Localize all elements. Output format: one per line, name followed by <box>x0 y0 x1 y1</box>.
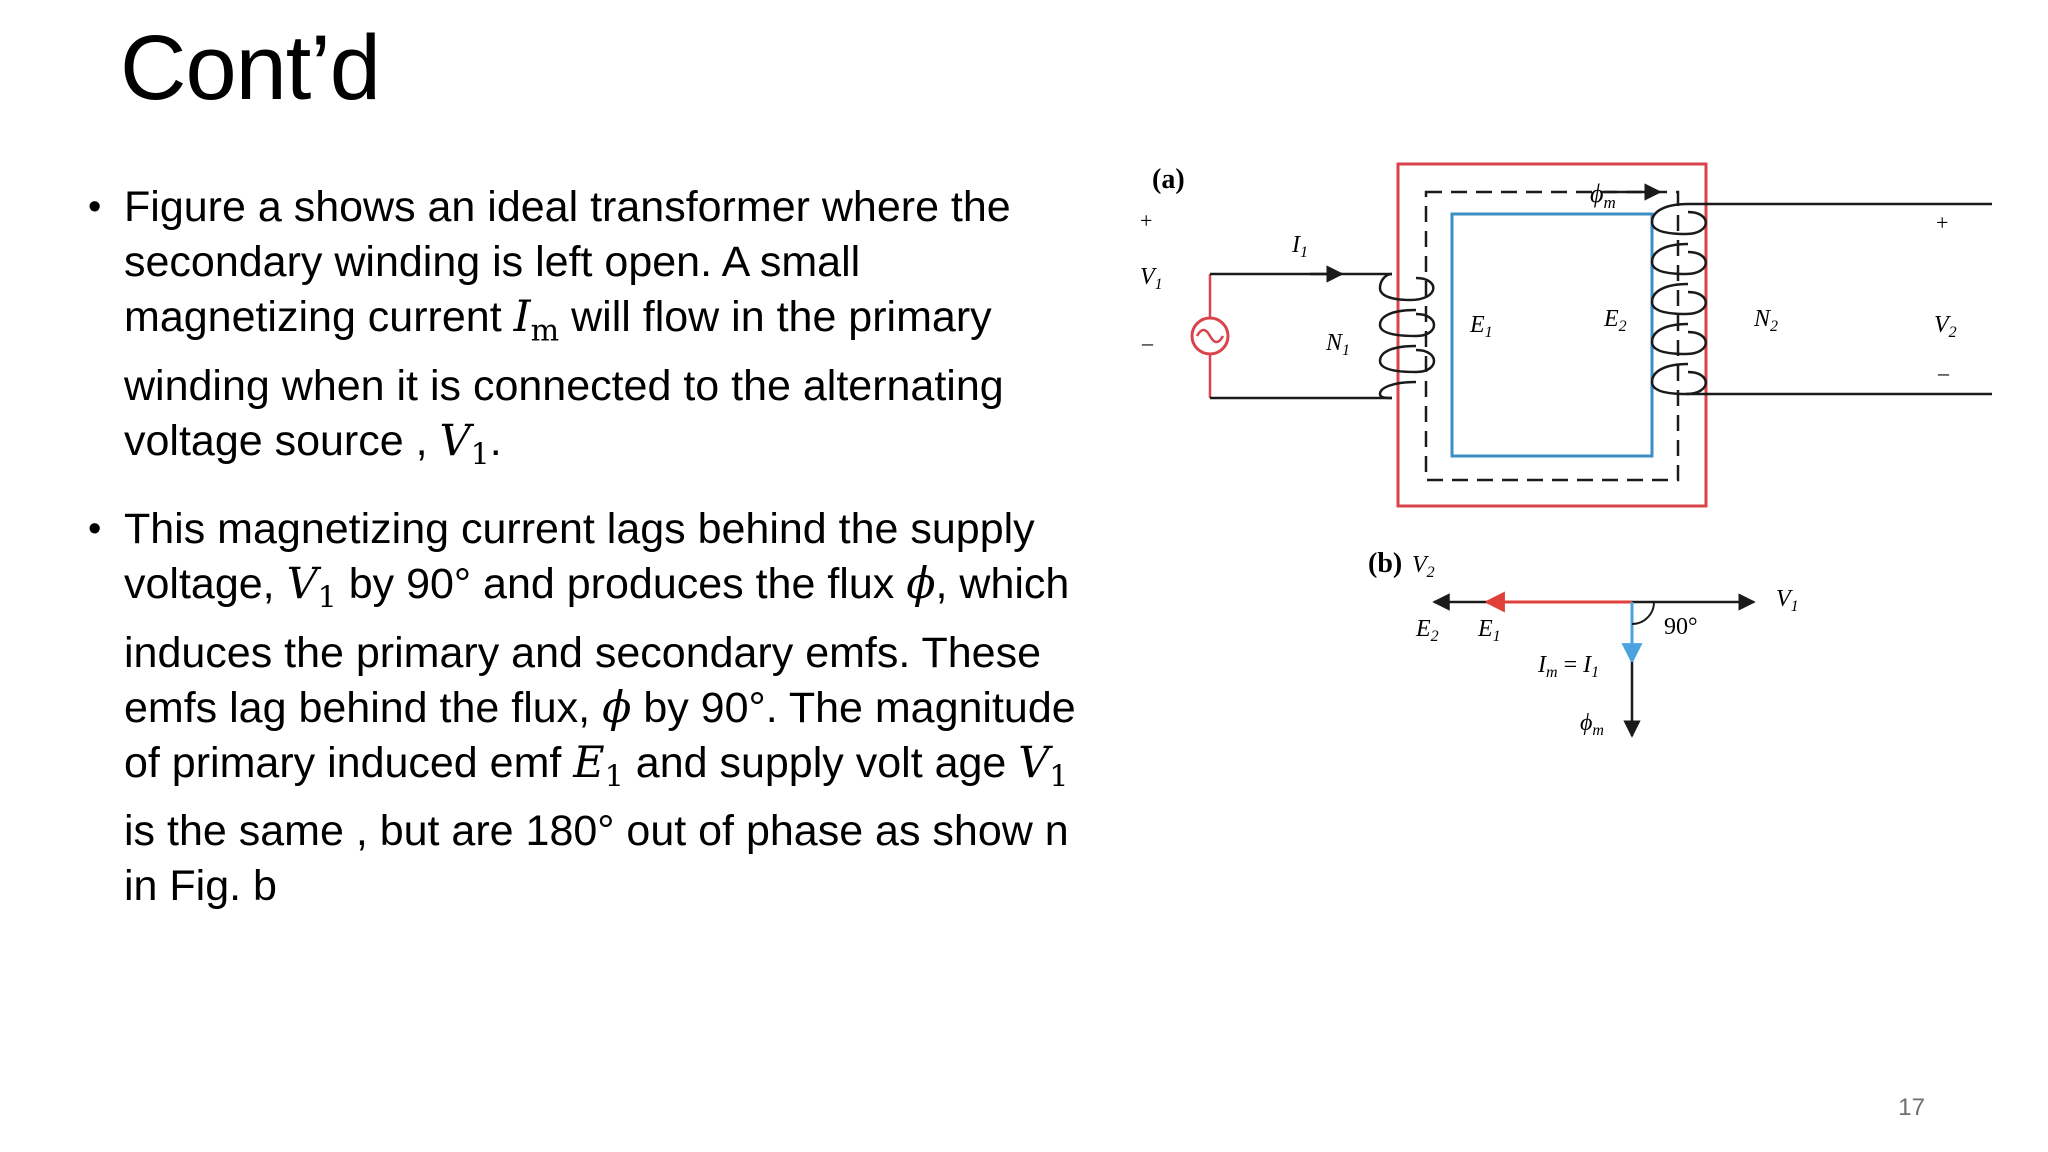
emf-e2-label: E2 <box>1603 306 1627 335</box>
figure-b-label: (b) <box>1368 548 1402 579</box>
bullet-text: is the same , but are 180° out of phase … <box>124 807 1069 911</box>
transformer-diagram: (a) ϕm + V1 – I1 N1 E1 E2 N2 <box>1140 162 1992 739</box>
bullet-text: Figure a shows an ideal transformer wher… <box>124 183 1011 341</box>
turns-n2-label: N2 <box>1753 306 1778 335</box>
bullet-item-2: • This magnetizing current lags behind t… <box>82 502 1082 914</box>
phasor-e2-label: E2 <box>1415 616 1439 645</box>
phasor-v2-top-label: V2 <box>1412 552 1435 581</box>
angle-arc <box>1631 601 1655 625</box>
bullet-icon: • <box>88 508 102 551</box>
plus-right: + <box>1936 210 1948 235</box>
phasor-v1-label: V1 <box>1776 586 1799 615</box>
secondary-turn <box>1650 322 1707 356</box>
secondary-turn <box>1650 202 1707 236</box>
math-v1: V1 <box>1018 737 1069 795</box>
primary-turn <box>1378 380 1417 400</box>
phasor-flux-label: ϕm <box>1580 710 1604 739</box>
emf-e1-label: E1 <box>1469 312 1493 341</box>
secondary-turn <box>1650 282 1707 316</box>
bullet-text: , which induces the primary and secondar… <box>124 560 1070 732</box>
math-phi: ϕ <box>906 559 936 610</box>
current-i1-label: I1 <box>1291 232 1308 261</box>
plus-left: + <box>1140 208 1152 233</box>
flux-label: ϕm <box>1590 179 1616 212</box>
transformer-figure: (a) ϕm + V1 – I1 N1 E1 E2 N2 <box>1130 150 2010 800</box>
bullet-item-1: • Figure a shows an ideal transformer wh… <box>82 180 1082 482</box>
primary-turn <box>1378 272 1435 302</box>
flux-path <box>1424 190 1680 482</box>
secondary-turn <box>1650 242 1707 276</box>
angle-label: 90° <box>1664 614 1698 640</box>
bullet-text: by 90°. The magnitude of primary induced… <box>124 683 1076 787</box>
voltage-v2-label: V2 <box>1934 312 1957 341</box>
turns-n1-label: N1 <box>1325 330 1350 359</box>
bullet-list: • Figure a shows an ideal transformer wh… <box>82 180 1082 934</box>
primary-turn <box>1378 308 1436 338</box>
secondary-turn <box>1650 362 1707 396</box>
bullet-icon: • <box>88 186 102 228</box>
page-number: 17 <box>1898 1094 1925 1121</box>
minus-left: – <box>1141 330 1154 355</box>
primary-turn <box>1378 344 1436 374</box>
phasor-e1-label: E1 <box>1477 616 1501 645</box>
bullet-text: will flow in the primary winding when it… <box>124 293 1004 465</box>
math-phi: ϕ <box>602 682 632 733</box>
bullet-text: by 90° and produces the flux <box>336 560 907 609</box>
voltage-v1-label: V1 <box>1140 264 1163 293</box>
minus-right: – <box>1937 360 1950 385</box>
bullet-text: and supply volt age <box>623 738 1019 787</box>
bullet-text: This magnetizing current lags behind the… <box>124 505 1035 609</box>
ac-sine-icon <box>1195 328 1225 344</box>
slide-title: Cont’d <box>120 17 381 119</box>
core-inner-window <box>1450 212 1654 458</box>
phasor-im-label: Im = I1 <box>1537 652 1599 681</box>
math-e1: E1 <box>573 737 624 795</box>
math-v1: V1 <box>439 415 490 473</box>
figure-a-label: (a) <box>1152 164 1185 195</box>
math-v1: V1 <box>286 559 337 616</box>
bullet-text: . <box>489 416 502 465</box>
math-i-m: Im <box>513 292 560 349</box>
